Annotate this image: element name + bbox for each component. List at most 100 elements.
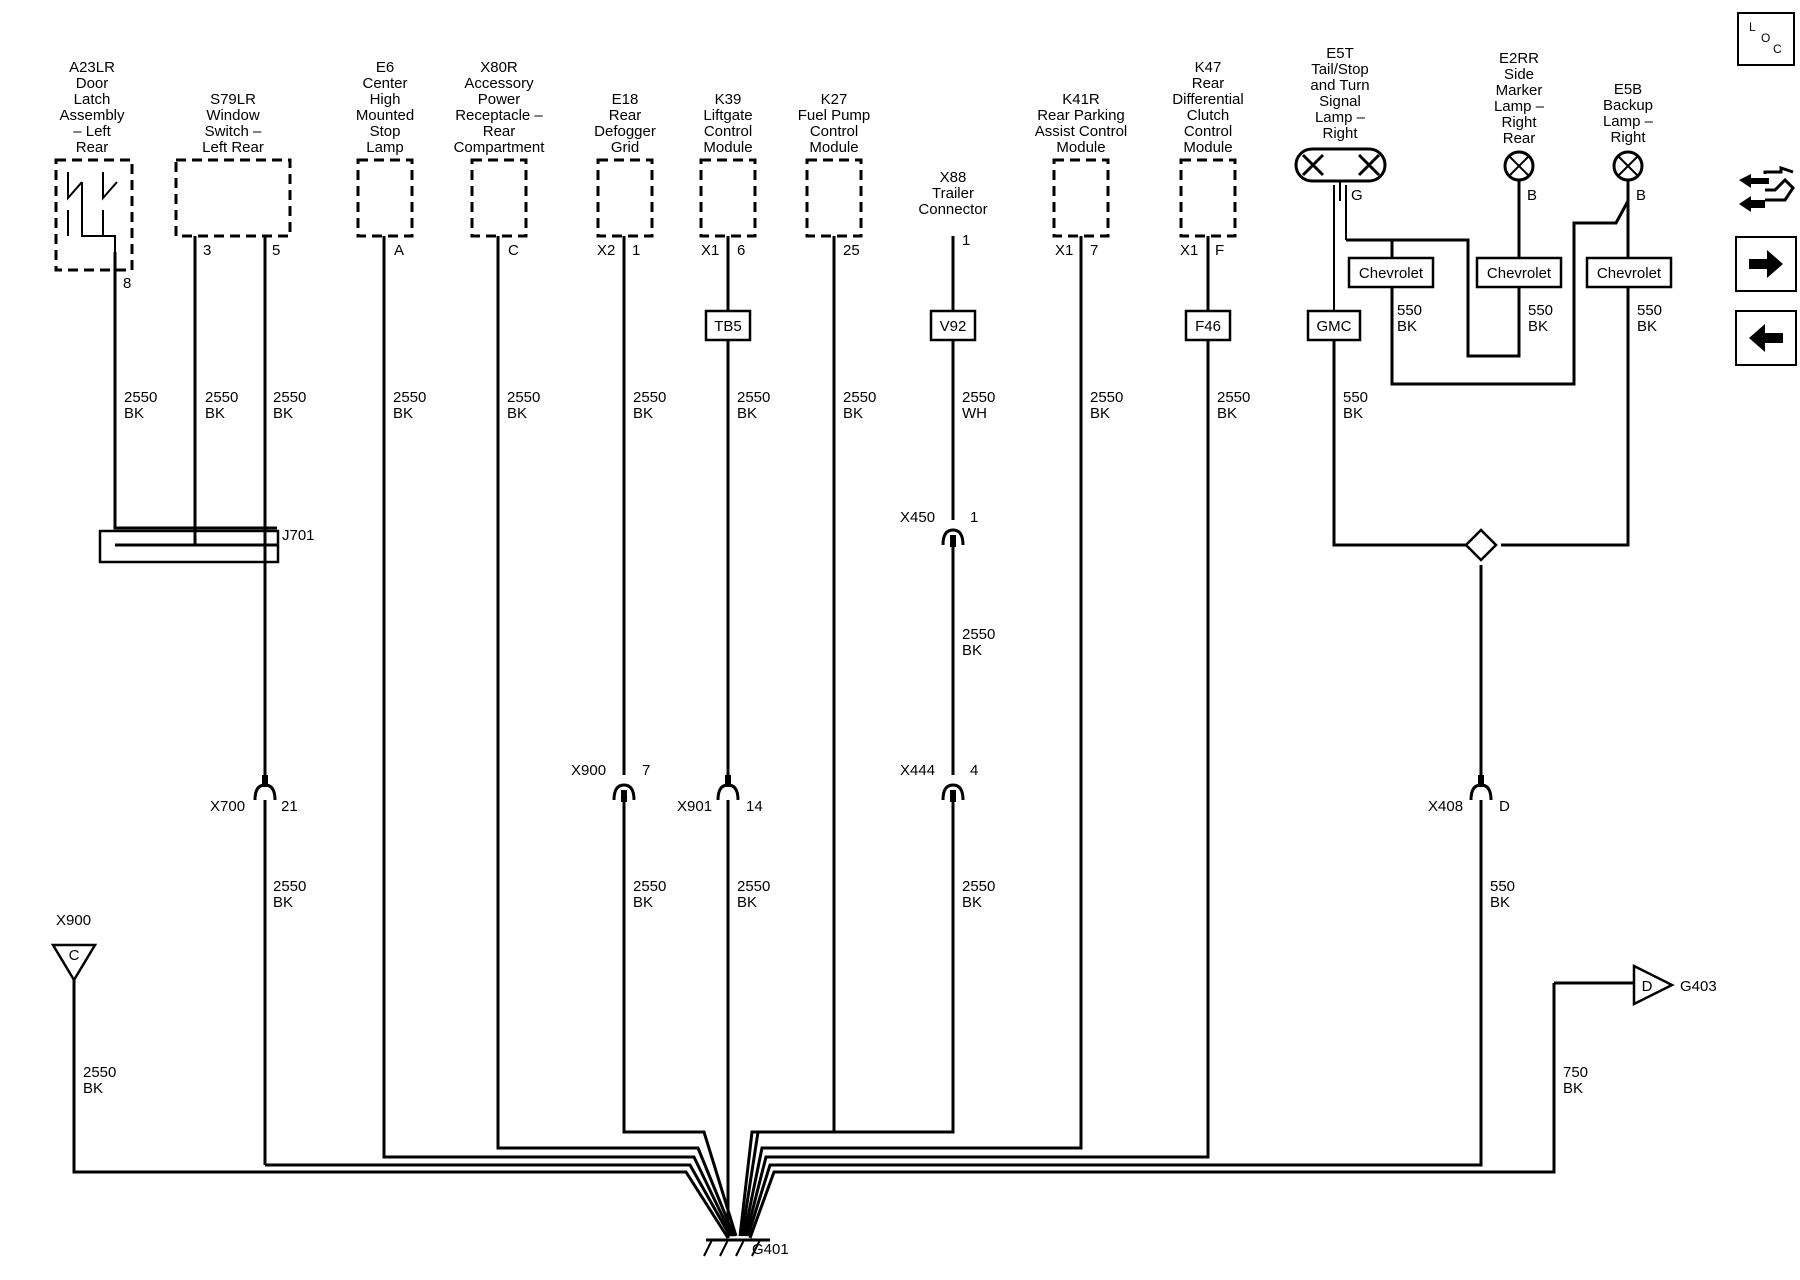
svg-text:A: A bbox=[394, 242, 404, 259]
svg-text:X2: X2 bbox=[597, 242, 615, 259]
g403-terminal: D G403 bbox=[1632, 963, 1717, 1007]
svg-text:Module: Module bbox=[703, 139, 752, 156]
svg-text:Backup: Backup bbox=[1603, 97, 1653, 114]
svg-text:1: 1 bbox=[632, 242, 640, 259]
j701-splice: J701 bbox=[98, 527, 315, 564]
svg-text:Mounted: Mounted bbox=[356, 107, 414, 124]
svg-text:Side: Side bbox=[1504, 66, 1534, 83]
svg-text:X450: X450 bbox=[900, 509, 935, 526]
svg-text:2550: 2550 bbox=[737, 389, 770, 406]
wiring-harness-icon[interactable] bbox=[1735, 160, 1797, 220]
svg-text:BK: BK bbox=[843, 405, 863, 422]
svg-text:X1: X1 bbox=[701, 242, 719, 259]
svg-text:BK: BK bbox=[1343, 405, 1363, 422]
loc-o: O bbox=[1761, 31, 1771, 45]
svg-text:Lamp –: Lamp – bbox=[1494, 98, 1545, 115]
svg-text:BK: BK bbox=[507, 405, 527, 422]
a23lr-door-latch bbox=[54, 158, 134, 272]
svg-text:2550: 2550 bbox=[633, 389, 666, 406]
k41r-parking-assist-module bbox=[1052, 158, 1110, 238]
k27-fuel-pump-module bbox=[805, 158, 863, 238]
svg-text:X88: X88 bbox=[940, 169, 967, 186]
a23lr-title: A23LR Door Latch Assembly – Left Rear bbox=[59, 59, 125, 156]
svg-text:X900: X900 bbox=[571, 762, 606, 779]
svg-text:550: 550 bbox=[1637, 302, 1662, 319]
option-tb5: TB5 bbox=[704, 309, 752, 342]
svg-text:5: 5 bbox=[272, 242, 280, 259]
svg-text:Latch: Latch bbox=[74, 91, 111, 108]
svg-text:X901: X901 bbox=[677, 798, 712, 815]
splice-diamond bbox=[1464, 528, 1498, 562]
svg-text:Signal: Signal bbox=[1319, 93, 1361, 110]
svg-text:B: B bbox=[1636, 187, 1646, 204]
svg-text:Chevrolet: Chevrolet bbox=[1597, 265, 1662, 282]
k27-title: K27 Fuel Pump Control Module bbox=[798, 91, 871, 156]
svg-text:A23LR: A23LR bbox=[69, 59, 115, 76]
s79lr-title: S79LR Window Switch – Left Rear bbox=[202, 91, 264, 156]
svg-text:Accessory: Accessory bbox=[464, 75, 534, 92]
svg-text:7: 7 bbox=[642, 762, 650, 779]
svg-text:Compartment: Compartment bbox=[454, 139, 546, 156]
next-page-button[interactable] bbox=[1735, 236, 1797, 292]
svg-text:Marker: Marker bbox=[1496, 82, 1543, 99]
k47-clutch-control-module bbox=[1179, 158, 1237, 238]
svg-text:4: 4 bbox=[970, 762, 978, 779]
option-f46: F46 bbox=[1184, 309, 1232, 342]
previous-page-button[interactable] bbox=[1735, 310, 1797, 366]
svg-text:Lamp –: Lamp – bbox=[1603, 113, 1654, 130]
svg-text:Lamp: Lamp bbox=[366, 139, 404, 156]
svg-text:E6: E6 bbox=[376, 59, 394, 76]
svg-text:X700: X700 bbox=[210, 798, 245, 815]
svg-text:2550: 2550 bbox=[737, 878, 770, 895]
svg-text:E5T: E5T bbox=[1326, 45, 1354, 62]
svg-text:Rear: Rear bbox=[76, 139, 109, 156]
svg-text:K39: K39 bbox=[715, 91, 742, 108]
svg-text:BK: BK bbox=[1637, 318, 1657, 335]
svg-text:X900: X900 bbox=[56, 912, 91, 929]
g401-ground-symbol: G401 bbox=[703, 1238, 789, 1258]
svg-text:BK: BK bbox=[83, 1080, 103, 1097]
svg-text:BK: BK bbox=[633, 894, 653, 911]
svg-text:Module: Module bbox=[1056, 139, 1105, 156]
svg-text:2550: 2550 bbox=[962, 389, 995, 406]
svg-text:1: 1 bbox=[962, 232, 970, 249]
option-chevrolet-e5b: Chevrolet bbox=[1585, 256, 1673, 289]
svg-text:Control: Control bbox=[704, 123, 752, 140]
svg-text:GMC: GMC bbox=[1317, 318, 1352, 335]
svg-text:Door: Door bbox=[76, 75, 109, 92]
svg-text:2550: 2550 bbox=[83, 1064, 116, 1081]
svg-text:G403: G403 bbox=[1680, 978, 1717, 995]
svg-text:2550: 2550 bbox=[393, 389, 426, 406]
svg-text:Lamp –: Lamp – bbox=[1315, 109, 1366, 126]
svg-text:Clutch: Clutch bbox=[1187, 107, 1230, 124]
svg-text:and Turn: and Turn bbox=[1310, 77, 1369, 94]
svg-text:Receptacle –: Receptacle – bbox=[455, 107, 543, 124]
svg-text:TB5: TB5 bbox=[714, 318, 742, 335]
loc-l: L bbox=[1749, 20, 1756, 34]
x900-c-terminal: X900 C bbox=[50, 912, 98, 983]
svg-text:Rear: Rear bbox=[1503, 130, 1536, 147]
k39-liftgate-module bbox=[699, 158, 757, 238]
svg-text:Differential: Differential bbox=[1172, 91, 1243, 108]
svg-text:High: High bbox=[370, 91, 401, 108]
svg-text:BK: BK bbox=[1217, 405, 1237, 422]
svg-text:2550: 2550 bbox=[1217, 389, 1250, 406]
component-locator-button[interactable]: L O C bbox=[1737, 12, 1795, 66]
svg-text:2550: 2550 bbox=[273, 878, 306, 895]
svg-text:2550: 2550 bbox=[507, 389, 540, 406]
svg-text:X1: X1 bbox=[1055, 242, 1073, 259]
k47-title: K47 Rear Differential Clutch Control Mod… bbox=[1172, 59, 1243, 156]
svg-text:J701: J701 bbox=[282, 527, 315, 544]
svg-text:6: 6 bbox=[737, 242, 745, 259]
svg-text:K41R: K41R bbox=[1062, 91, 1100, 108]
svg-text:V92: V92 bbox=[940, 318, 967, 335]
svg-text:Rear Parking: Rear Parking bbox=[1037, 107, 1125, 124]
svg-text:Left Rear: Left Rear bbox=[202, 139, 264, 156]
option-v92: V92 bbox=[929, 309, 977, 342]
arrow-right-icon bbox=[1749, 250, 1783, 278]
e5t-dual-filament-lamp bbox=[1294, 147, 1387, 183]
arrow-left-icon bbox=[1749, 324, 1783, 352]
svg-text:Chevrolet: Chevrolet bbox=[1487, 265, 1552, 282]
svg-text:2550: 2550 bbox=[962, 878, 995, 895]
